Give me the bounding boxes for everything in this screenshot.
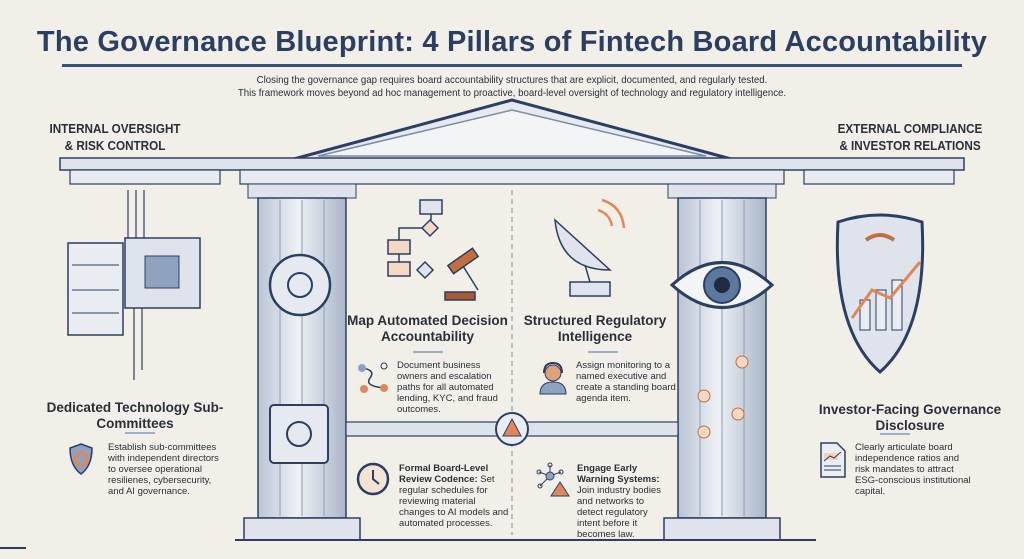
- entablature: [59, 157, 965, 171]
- center-right-title: Structured Regulatory Intelligence: [523, 313, 667, 344]
- satellite-dish-icon: [554, 198, 626, 297]
- subtitle-line-1: Closing the governance gap requires boar…: [256, 74, 768, 86]
- eye-icon: [669, 261, 775, 309]
- subtitle-line-2: This framework moves beyond ad hoc manag…: [237, 87, 787, 99]
- center-left-title: Map Automated Decision Accountability: [347, 313, 508, 344]
- center-left-sub-body: Set regular schedules for reviewing mate…: [399, 474, 509, 529]
- right-pillar-title: Investor-Facing Governance Disclosure: [818, 402, 1002, 433]
- flowchart-gavel-icon: [387, 199, 480, 301]
- center-left-body: Document business owners and escalation …: [397, 360, 498, 415]
- vault-dial-icon: [268, 253, 332, 317]
- center-right-sub-body: Join industry bodies and networks to det…: [577, 485, 661, 540]
- center-right-sub: Engage Early Warning Systems: Join indus…: [577, 463, 669, 540]
- title-divider: [62, 64, 962, 67]
- right-pillar-body: Clearly articulate board independence ra…: [855, 442, 971, 497]
- page-title: The Governance Blueprint: 4 Pillars of F…: [36, 26, 988, 58]
- report-document-icon: [820, 442, 846, 478]
- title-rule: [880, 433, 910, 435]
- left-section-heading: INTERNAL OVERSIGHT & RISK CONTROL: [49, 121, 181, 153]
- left-pillar-body: Establish sub-committees with independen…: [108, 442, 219, 497]
- center-right-sub-heading: Engage Early Warning Systems:: [577, 463, 660, 485]
- server-icon: [67, 242, 124, 336]
- shield-gear-icon: [69, 443, 93, 475]
- center-left-sub: Formal Board-Level Review Codence: Set r…: [399, 463, 511, 529]
- left-column: [243, 183, 361, 541]
- right-column: [663, 183, 781, 541]
- network-person-icon: [697, 355, 749, 439]
- shield-handshake-chart-icon: [835, 213, 925, 374]
- circuit-board-icon: [124, 190, 201, 380]
- safe-icon: [269, 404, 329, 464]
- left-pillar-title: Dedicated Technology Sub-Committees: [46, 400, 224, 431]
- center-right-body: Assign monitoring to a named executive a…: [576, 360, 676, 404]
- headset-person-icon: [539, 361, 567, 395]
- title-rule: [413, 351, 443, 353]
- warning-icon: [502, 417, 522, 437]
- right-section-heading: EXTERNAL COMPLIANCE & INVESTOR RELATIONS: [837, 121, 983, 153]
- network-path-icon: [358, 362, 388, 393]
- center-left-sub-heading: Formal Board-Level Review Codence:: [399, 463, 489, 485]
- clock-icon: [356, 462, 390, 496]
- title-rule: [125, 432, 155, 434]
- title-rule: [588, 351, 618, 353]
- network-warning-icon: [536, 462, 570, 497]
